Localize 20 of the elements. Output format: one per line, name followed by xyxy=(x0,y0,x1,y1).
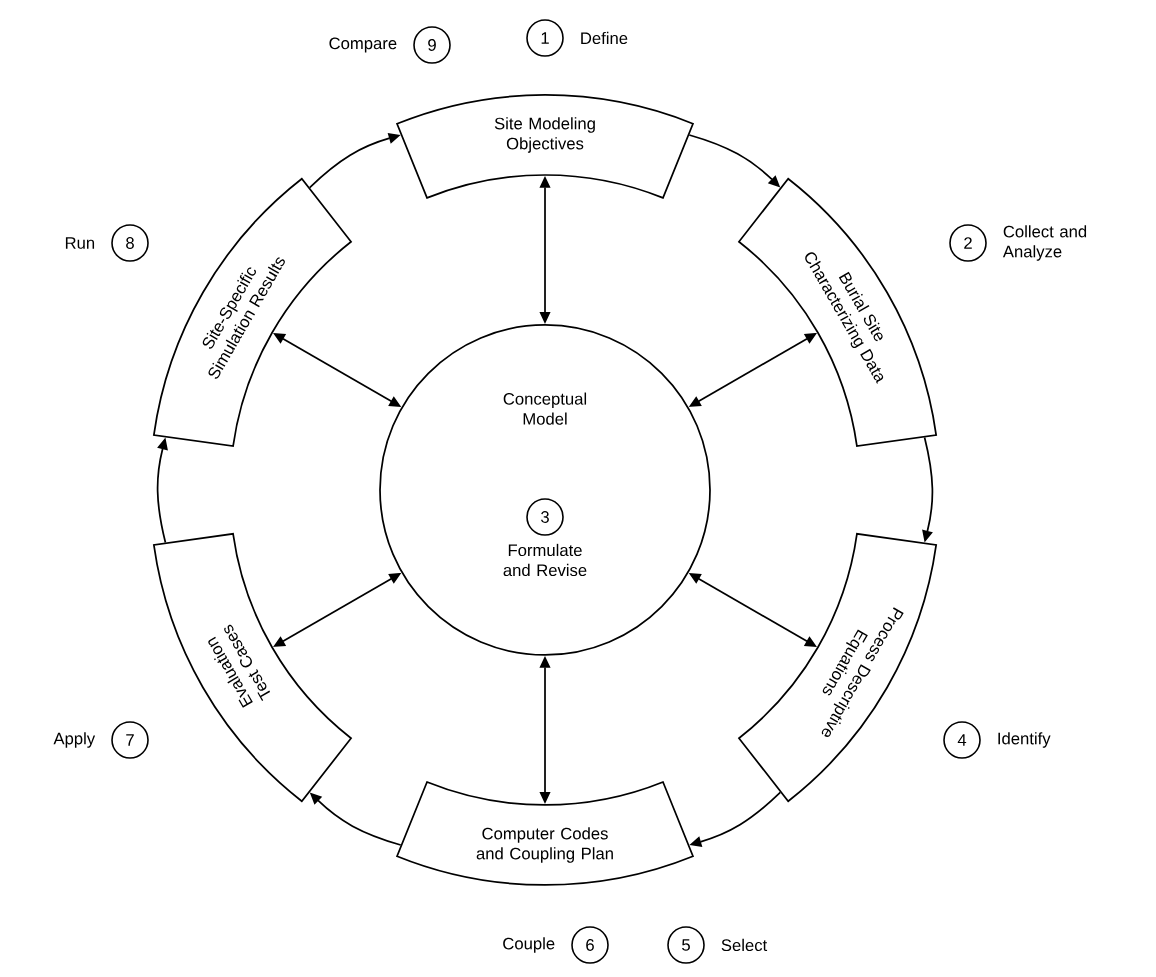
step-number: 2 xyxy=(949,224,987,262)
step-number: 9 xyxy=(413,26,451,64)
step-number: 8 xyxy=(111,224,149,262)
step-label: Compare xyxy=(329,37,397,53)
step-number: 4 xyxy=(943,721,981,759)
step-label: Select xyxy=(721,938,768,952)
step-label: Apply xyxy=(53,732,96,748)
step-label: Collect and Analyze xyxy=(1002,225,1087,261)
step-number: 6 xyxy=(571,926,609,964)
step-number: 1 xyxy=(526,19,564,57)
step-label: Define xyxy=(581,31,628,45)
step-label: Formulate and Revise xyxy=(503,543,587,577)
step-number: 5 xyxy=(667,926,705,964)
step-label: Identify xyxy=(998,732,1051,748)
process-box: Computer Codes and Coupling Plan xyxy=(396,781,694,886)
step-label: Run xyxy=(65,237,95,249)
step-number: 3 xyxy=(526,498,564,536)
process-box: Site Modeling Objectives xyxy=(396,94,694,199)
step-number: 7 xyxy=(111,721,149,759)
step-label: Couple xyxy=(503,937,555,953)
